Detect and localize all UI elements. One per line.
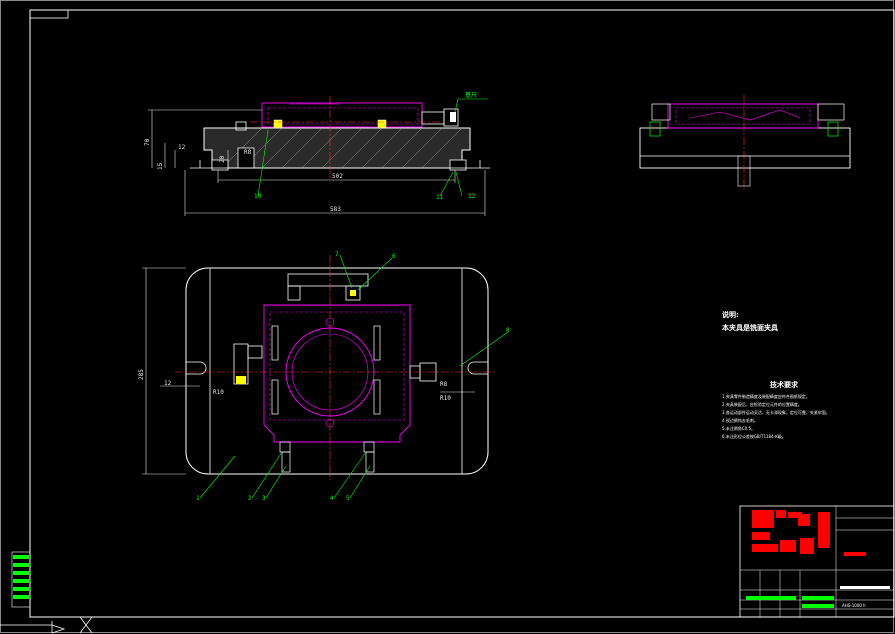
part-label-11: 11 — [436, 194, 444, 201]
dim-r8-right: R8 — [440, 381, 448, 388]
part-label-1: 1 — [196, 495, 200, 502]
part-label-10: 10 — [254, 193, 262, 200]
side-view — [639, 95, 851, 190]
note-title: 说明: — [722, 310, 739, 319]
dim-r8a: R8 — [244, 149, 252, 156]
left-strip — [11, 551, 31, 608]
tech-line-5: 5.未注倒角C0.5。 — [722, 425, 755, 431]
dim-12: 12 — [178, 144, 186, 151]
tech-line-1: 1.夹具零件制造精度及装配精度应符合图纸规定。 — [722, 393, 810, 399]
notes: 说明: 本夹具是铣面夹具 技术要求 1.夹具零件制造精度及装配精度应符合图纸规定… — [721, 310, 830, 439]
note-body: 本夹具是铣面夹具 — [721, 323, 778, 332]
projection-symbol — [0, 616, 93, 634]
dim-15: 15 — [157, 162, 164, 170]
tech-line-6: 6.未注形位公差按GB/T1184-K级。 — [722, 433, 786, 439]
dim-285: 285 — [138, 369, 145, 380]
part-label-4: 4 — [330, 495, 334, 502]
top-view: 285 12 R10 R10 R8 1 2 3 4 5 6 7 8 — [138, 251, 510, 502]
dim-r10-left: R10 — [213, 389, 224, 396]
part-label-2: 2 — [248, 495, 252, 502]
part-label-8: 8 — [506, 327, 510, 334]
dim-70: 70 — [144, 138, 151, 146]
part-label-6: 6 — [392, 253, 396, 260]
top-code-box — [29, 9, 69, 19]
tech-line-3: 3.各运动部件运动灵活，无卡滞现象，定位可靠，夹紧牢固。 — [722, 409, 830, 415]
dim-r10-right: R10 — [440, 395, 451, 402]
title-block: AHS-1000 II — [739, 505, 895, 618]
part-label-5: 5 — [346, 495, 350, 502]
tech-line-2: 2.夹具装配后，应检验定位元件的位置精度。 — [722, 401, 802, 407]
front-view: 70 12 15 20 502 583 R8 基尺 10 11 12 — [144, 91, 490, 216]
dim-583: 583 — [330, 206, 341, 213]
dim-20: 20 — [219, 155, 226, 163]
drawing-border — [29, 9, 895, 618]
label-base-ruler: 基尺 — [465, 91, 477, 99]
dim-502: 502 — [332, 173, 343, 180]
dim-12-left: 12 — [164, 380, 172, 387]
part-label-3: 3 — [262, 495, 266, 502]
title-code: AHS-1000 II — [842, 603, 866, 608]
part-label-12: 12 — [468, 193, 476, 200]
tech-line-4: 4.锐边倒钝去毛刺。 — [722, 417, 758, 423]
tech-title: 技术要求 — [770, 380, 799, 389]
part-label-7: 7 — [335, 251, 339, 258]
